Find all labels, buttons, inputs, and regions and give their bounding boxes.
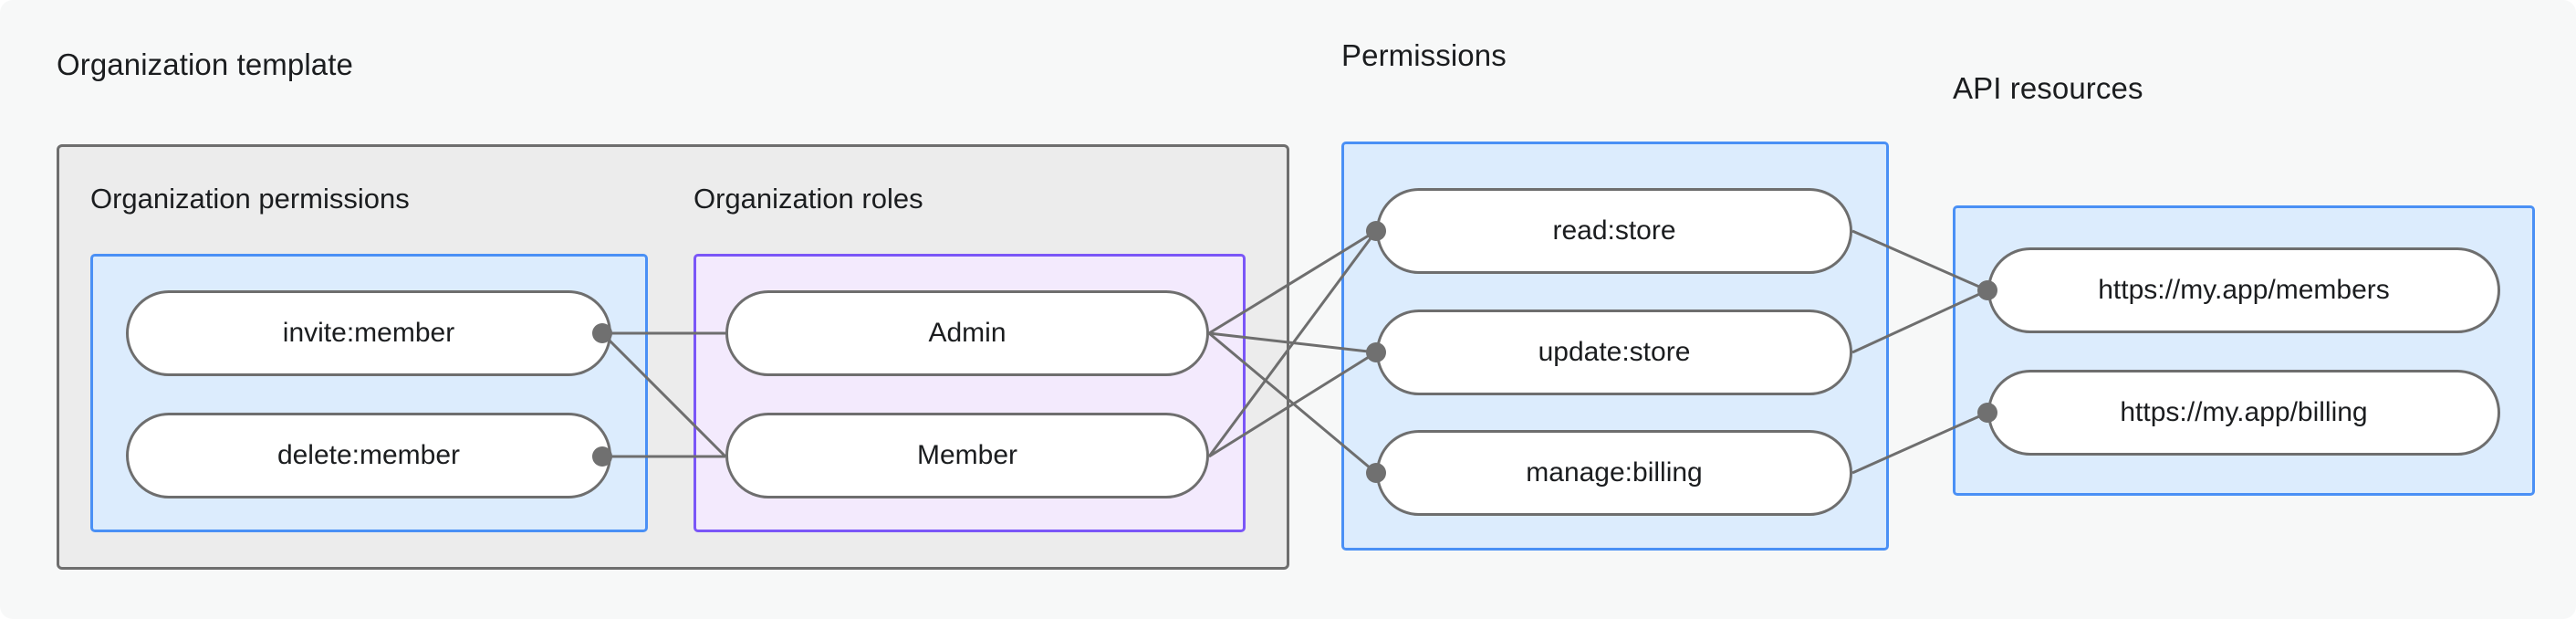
node-delete-member[interactable]: delete:member — [126, 413, 611, 498]
group-label-api-resources: API resources — [1953, 71, 2143, 105]
node-update-store[interactable]: update:store — [1376, 310, 1852, 395]
node-invite-member[interactable]: invite:member — [126, 290, 611, 376]
node-role-member[interactable]: Member — [725, 413, 1209, 498]
group-label-organization-permissions: Organization permissions — [90, 183, 410, 215]
group-label-organization-template: Organization template — [57, 47, 353, 81]
node-api-resource-billing[interactable]: https://my.app/billing — [1987, 370, 2500, 456]
node-manage-billing[interactable]: manage:billing — [1376, 430, 1852, 516]
node-read-store[interactable]: read:store — [1376, 188, 1852, 274]
node-api-resource-members[interactable]: https://my.app/members — [1987, 247, 2500, 333]
group-label-permissions: Permissions — [1341, 38, 1507, 72]
node-role-admin[interactable]: Admin — [725, 290, 1209, 376]
group-label-organization-roles: Organization roles — [694, 183, 923, 215]
